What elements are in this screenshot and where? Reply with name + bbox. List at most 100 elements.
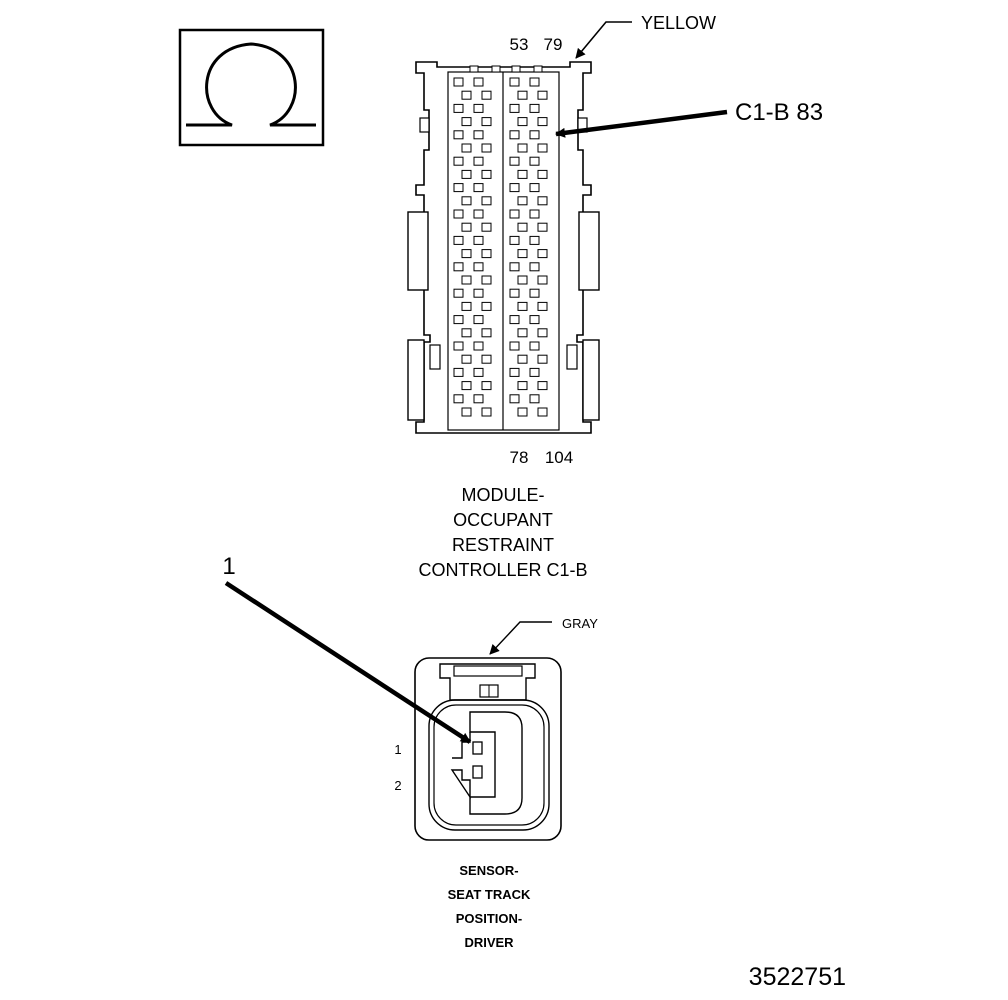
c1b-pin-cavity bbox=[461, 143, 472, 153]
c1b-pin-cavity bbox=[473, 367, 484, 377]
c1b-pin-cavity bbox=[529, 262, 540, 272]
figure-id: 3522751 bbox=[749, 963, 846, 991]
c1b-pin-cavity bbox=[481, 328, 492, 338]
sensor-title-line-4: DRIVER bbox=[464, 935, 514, 950]
c1b-pin-cavity bbox=[529, 235, 540, 245]
c1b-pin-cavity bbox=[473, 341, 484, 351]
c1b-pin-cavity bbox=[461, 275, 472, 285]
sensor-pin-2-cavity bbox=[472, 765, 483, 779]
c1b-pin-cavity bbox=[537, 196, 548, 206]
c1b-pin-cavity bbox=[517, 301, 528, 311]
c1b-pin-cavity bbox=[473, 103, 484, 113]
c1b-pin-cavity bbox=[453, 156, 464, 166]
sensor-title-line-1: SENSOR- bbox=[459, 863, 518, 878]
c1b-pin-cavity bbox=[509, 262, 520, 272]
c1b-pin-cavity bbox=[473, 156, 484, 166]
c1b-pin-cavity bbox=[461, 222, 472, 232]
c1b-pin-cavity bbox=[453, 235, 464, 245]
sensor-pin-label-1: 1 bbox=[394, 742, 401, 757]
c1b-pin-cavity bbox=[537, 249, 548, 259]
c1b-pin-cavity bbox=[509, 394, 520, 404]
c1b-color-leader bbox=[575, 21, 632, 59]
c1b-pin-cavity bbox=[461, 90, 472, 100]
c1b-pin-cavity bbox=[453, 367, 464, 377]
c1b-pin-cavity bbox=[537, 354, 548, 364]
c1b-pin-cavity bbox=[517, 249, 528, 259]
c1b-pin-cavity bbox=[473, 394, 484, 404]
c1b-pin-cavity bbox=[517, 196, 528, 206]
c1b-pin-cavity bbox=[481, 275, 492, 285]
c1b-pin-cavity bbox=[481, 117, 492, 127]
c1b-pin-cavity bbox=[453, 130, 464, 140]
c1b-pin-cavity bbox=[481, 196, 492, 206]
c1b-pin-cavity bbox=[461, 354, 472, 364]
c1b-pin-cavity bbox=[529, 183, 540, 193]
c1b-pin-cavity bbox=[453, 341, 464, 351]
sensor-pin-1-cavity bbox=[472, 741, 483, 755]
c1b-pin-cavity bbox=[473, 262, 484, 272]
c1b-pin-cavity bbox=[481, 381, 492, 391]
c1b-pin-cavity bbox=[517, 328, 528, 338]
c1b-pin-cavity bbox=[481, 222, 492, 232]
c1b-pin-cavity bbox=[481, 354, 492, 364]
connector-sensor bbox=[414, 657, 562, 841]
c1b-pin-cavity bbox=[461, 196, 472, 206]
c1b-pin-cavity bbox=[473, 183, 484, 193]
c1b-pin-cavity bbox=[529, 367, 540, 377]
c1b-pin-cavity bbox=[461, 249, 472, 259]
c1b-pin-cavity bbox=[529, 394, 540, 404]
c1b-pin-cavity bbox=[473, 315, 484, 325]
c1b-pin-cavity bbox=[473, 130, 484, 140]
c1b-pin-cavity bbox=[461, 169, 472, 179]
c1b-pin-cavity bbox=[473, 235, 484, 245]
c1b-pin-cavity bbox=[517, 117, 528, 127]
c1b-pin-cavity bbox=[509, 288, 520, 298]
c1b-pin-cavity bbox=[453, 262, 464, 272]
c1b-pin-cavity bbox=[473, 288, 484, 298]
c1b-bottom-pin-label-left: 78 bbox=[510, 448, 529, 467]
c1b-pin-cavity bbox=[453, 209, 464, 219]
c1b-pin-cavity bbox=[473, 77, 484, 87]
c1b-title-line-4: CONTROLLER C1-B bbox=[418, 560, 587, 580]
c1b-pin-cavity bbox=[517, 381, 528, 391]
c1b-pin-cavity bbox=[529, 156, 540, 166]
c1b-pin-cavity bbox=[453, 394, 464, 404]
c1b-pin-cavity bbox=[509, 341, 520, 351]
c1b-pin-cavity bbox=[509, 103, 520, 113]
c1b-pin-cavity bbox=[537, 407, 548, 417]
c1b-pin-cavity bbox=[461, 301, 472, 311]
c1b-pin-cavity bbox=[517, 275, 528, 285]
c1b-pin-cavity bbox=[529, 209, 540, 219]
c1b-pin-cavity bbox=[453, 288, 464, 298]
c1b-pin-cavity bbox=[537, 275, 548, 285]
connector-c1b bbox=[407, 61, 600, 434]
c1b-top-pin-label-left: 53 bbox=[510, 35, 529, 54]
c1b-pin-cavities bbox=[453, 77, 548, 417]
c1b-pin-cavity bbox=[461, 117, 472, 127]
c1b-pin-cavity bbox=[537, 90, 548, 100]
c1b-pin-cavity bbox=[481, 407, 492, 417]
c1b-pin-cavity bbox=[529, 103, 540, 113]
c1b-pin-cavity bbox=[517, 222, 528, 232]
c1b-pin-cavity bbox=[517, 143, 528, 153]
sensor-color-label: GRAY bbox=[562, 616, 598, 631]
sensor-title: SENSOR- SEAT TRACK POSITION- DRIVER bbox=[448, 863, 531, 950]
c1b-pin-callout-arrow bbox=[555, 109, 728, 138]
c1b-pin-cavity bbox=[537, 301, 548, 311]
c1b-pin-cavity bbox=[453, 103, 464, 113]
ohmmeter-icon bbox=[178, 28, 325, 147]
c1b-pin-cavity bbox=[453, 315, 464, 325]
c1b-title: MODULE- OCCUPANT RESTRAINT CONTROLLER C1… bbox=[418, 485, 587, 580]
sensor-title-line-3: POSITION- bbox=[456, 911, 522, 926]
c1b-pin-cavity bbox=[481, 143, 492, 153]
c1b-pin-cavity bbox=[537, 169, 548, 179]
c1b-pin-cavity bbox=[481, 169, 492, 179]
c1b-pin-cavity bbox=[529, 288, 540, 298]
c1b-title-line-2: OCCUPANT bbox=[453, 510, 553, 530]
c1b-title-line-3: RESTRAINT bbox=[452, 535, 554, 555]
c1b-pin-cavity bbox=[529, 341, 540, 351]
c1b-pin-cavity bbox=[461, 328, 472, 338]
c1b-bottom-pin-label-right: 104 bbox=[545, 448, 573, 467]
c1b-pin-cavity bbox=[537, 117, 548, 127]
c1b-pin-cavity bbox=[481, 90, 492, 100]
